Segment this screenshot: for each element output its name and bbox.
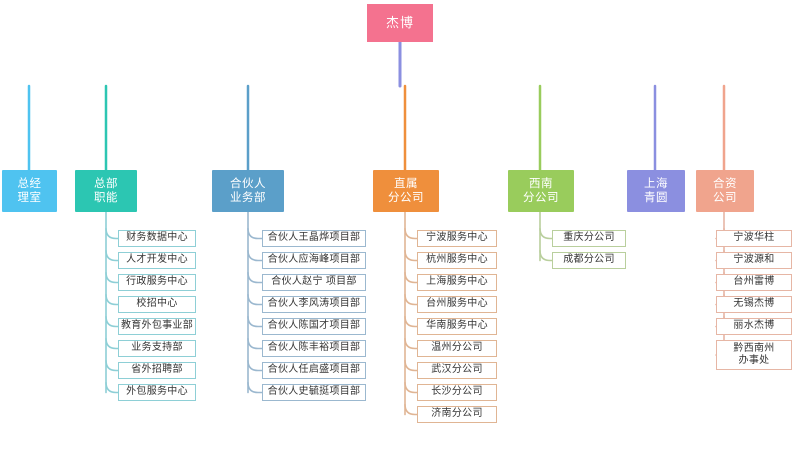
- leaf-node-label: 合伙人史毓挺项目部: [267, 386, 361, 398]
- leaf-node-label: 台州雷博: [733, 276, 775, 288]
- branch-node-label: 直属 分公司: [388, 177, 424, 204]
- branch-node-gm-office[interactable]: 总经 理室: [2, 170, 57, 212]
- leaf-node-label: 无锡杰博: [733, 298, 775, 310]
- leaf-node-label: 业务支持部: [131, 342, 183, 354]
- branch-node-label: 西南 分公司: [523, 177, 559, 204]
- leaf-node-label: 合伙人应海峰项目部: [267, 254, 361, 266]
- leaf-node-label: 上海服务中心: [426, 276, 488, 288]
- leaf-node[interactable]: 丽水杰博: [716, 318, 792, 335]
- leaf-node[interactable]: 黔西南州 办事处: [716, 340, 792, 370]
- leaf-node-label: 武汉分公司: [431, 364, 483, 376]
- leaf-node[interactable]: 合伙人史毓挺项目部: [262, 384, 366, 401]
- leaf-node-label: 合伙人陈国才项目部: [267, 320, 361, 332]
- leaf-node[interactable]: 合伙人任启盛项目部: [262, 362, 366, 379]
- leaf-node[interactable]: 人才开发中心: [118, 252, 196, 269]
- leaf-node[interactable]: 业务支持部: [118, 340, 196, 357]
- leaf-node[interactable]: 重庆分公司: [552, 230, 626, 247]
- leaf-node-label: 合伙人李风涛项目部: [267, 298, 361, 310]
- leaf-node[interactable]: 财务数据中心: [118, 230, 196, 247]
- leaf-node-label: 合伙人任启盛项目部: [267, 364, 361, 376]
- leaf-node-label: 合伙人王晶烨项目部: [267, 232, 361, 244]
- leaf-node[interactable]: 济南分公司: [417, 406, 497, 423]
- leaf-node-label: 宁波源和: [733, 254, 775, 266]
- leaf-node-label: 丽水杰博: [733, 320, 775, 332]
- leaf-node-label: 省外招聘部: [131, 364, 183, 376]
- branch-node-label: 合资 公司: [713, 177, 737, 204]
- leaf-node[interactable]: 省外招聘部: [118, 362, 196, 379]
- leaf-node[interactable]: 温州分公司: [417, 340, 497, 357]
- branch-node-partner-business[interactable]: 合伙人 业务部: [212, 170, 284, 212]
- leaf-node[interactable]: 合伙人赵宁 项目部: [262, 274, 366, 291]
- branch-node-direct-branch[interactable]: 直属 分公司: [373, 170, 439, 212]
- root-node-label: 杰博: [385, 14, 414, 30]
- leaf-node[interactable]: 合伙人陈国才项目部: [262, 318, 366, 335]
- leaf-node-label: 台州服务中心: [426, 298, 488, 310]
- branch-node-joint-venture[interactable]: 合资 公司: [696, 170, 754, 212]
- leaf-node[interactable]: 教育外包事业部: [118, 318, 196, 335]
- leaf-node-label: 重庆分公司: [563, 232, 615, 244]
- leaf-node[interactable]: 合伙人应海峰项目部: [262, 252, 366, 269]
- leaf-node-label: 行政服务中心: [126, 276, 188, 288]
- leaf-node-label: 黔西南州 办事处: [733, 342, 775, 367]
- leaf-node[interactable]: 台州雷博: [716, 274, 792, 291]
- branch-node-hq-functions[interactable]: 总部 职能: [75, 170, 137, 212]
- leaf-node[interactable]: 合伙人王晶烨项目部: [262, 230, 366, 247]
- leaf-node-label: 财务数据中心: [126, 232, 188, 244]
- leaf-node-label: 人才开发中心: [126, 254, 188, 266]
- leaf-node[interactable]: 宁波服务中心: [417, 230, 497, 247]
- leaf-node-label: 教育外包事业部: [120, 320, 194, 332]
- leaf-node-label: 宁波华柱: [733, 232, 775, 244]
- branch-node-label: 合伙人 业务部: [230, 177, 266, 204]
- leaf-node[interactable]: 校招中心: [118, 296, 196, 313]
- leaf-node[interactable]: 成都分公司: [552, 252, 626, 269]
- leaf-node[interactable]: 杭州服务中心: [417, 252, 497, 269]
- leaf-node-label: 校招中心: [136, 298, 178, 310]
- branch-node-label: 总部 职能: [94, 177, 118, 204]
- root-node-jiebo[interactable]: 杰博: [367, 4, 433, 42]
- leaf-node-label: 合伙人赵宁 项目部: [271, 276, 357, 288]
- leaf-node-label: 杭州服务中心: [426, 254, 488, 266]
- branch-node-shanghai-qingyuan[interactable]: 上海 青圆: [627, 170, 685, 212]
- leaf-node[interactable]: 长沙分公司: [417, 384, 497, 401]
- leaf-node[interactable]: 外包服务中心: [118, 384, 196, 401]
- leaf-node-label: 长沙分公司: [431, 386, 483, 398]
- leaf-node-label: 合伙人陈丰裕项目部: [267, 342, 361, 354]
- leaf-node-label: 外包服务中心: [126, 386, 188, 398]
- leaf-node-label: 温州分公司: [431, 342, 483, 354]
- leaf-node[interactable]: 武汉分公司: [417, 362, 497, 379]
- leaf-node[interactable]: 合伙人李风涛项目部: [262, 296, 366, 313]
- leaf-node[interactable]: 行政服务中心: [118, 274, 196, 291]
- leaf-node-label: 济南分公司: [431, 408, 483, 420]
- leaf-node-label: 成都分公司: [563, 254, 615, 266]
- branch-node-southwest-branch[interactable]: 西南 分公司: [508, 170, 574, 212]
- leaf-node-label: 华南服务中心: [426, 320, 488, 332]
- branch-node-label: 上海 青圆: [644, 177, 668, 204]
- leaf-node[interactable]: 宁波源和: [716, 252, 792, 269]
- branch-node-label: 总经 理室: [17, 177, 42, 204]
- leaf-node[interactable]: 台州服务中心: [417, 296, 497, 313]
- leaf-node[interactable]: 上海服务中心: [417, 274, 497, 291]
- leaf-node-label: 宁波服务中心: [426, 232, 488, 244]
- leaf-node[interactable]: 无锡杰博: [716, 296, 792, 313]
- leaf-node[interactable]: 华南服务中心: [417, 318, 497, 335]
- leaf-node[interactable]: 合伙人陈丰裕项目部: [262, 340, 366, 357]
- leaf-node[interactable]: 宁波华柱: [716, 230, 792, 247]
